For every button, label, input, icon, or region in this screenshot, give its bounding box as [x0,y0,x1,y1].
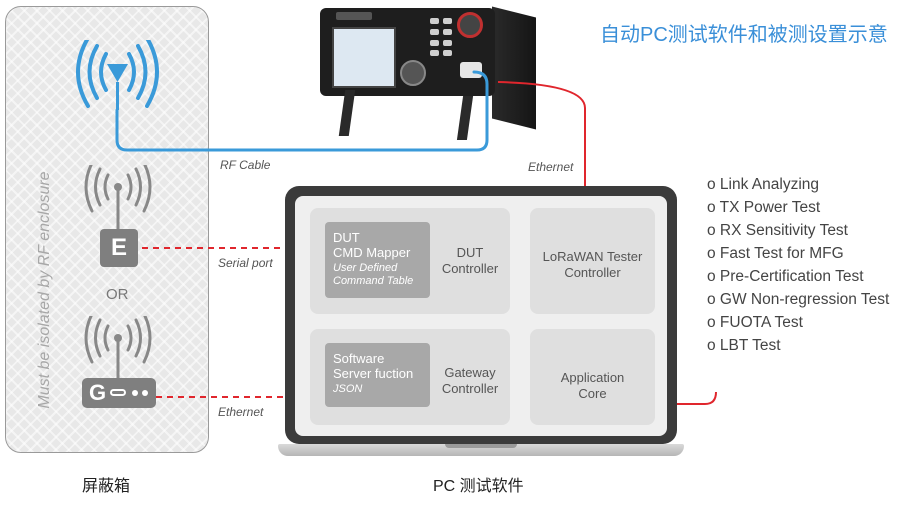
software-box-title-1: Software [333,351,385,366]
ethernet-bottom-label: Ethernet [218,405,264,419]
gateway-controller-label: Gateway Controller [432,365,508,397]
software-box-sub-1: JSON [333,383,363,395]
laptop-caption: PC 测试软件 [433,478,524,495]
instrument-logo [336,12,372,20]
instrument-power-icon [457,12,483,38]
dut-box-sub-1: User Defined [333,262,398,274]
test-item: o RX Sensitivity Test [707,222,848,239]
test-item: o TX Power Test [707,199,821,216]
ethernet-top-label: Ethernet [528,160,574,174]
dut-g-letter: G [89,380,107,405]
antenna-icon [76,40,159,110]
enclosure-caption: 屏蔽箱 [82,478,131,495]
rf-cable-label: RF Cable [220,158,271,172]
test-item: o LBT Test [707,337,781,354]
test-item: o FUOTA Test [707,314,803,331]
gateway-controller-line2: Controller [441,381,499,396]
diagram-title: 自动PC测试软件和被测设置示意 [600,24,888,46]
serial-port-label: Serial port [218,256,273,270]
test-item: o Fast Test for MFG [707,245,844,262]
software-box-title-2: Server fuction [333,366,414,381]
gateway-controller-line1: Gateway [444,365,496,380]
laptop-notch [445,444,517,448]
test-item: o Pre-Certification Test [707,268,864,285]
dut-box-title-1: DUT [333,230,360,245]
app-core-line [655,391,717,405]
instrument-screen [332,27,396,88]
dut-box-title-2: CMD Mapper [333,245,411,260]
instrument-knob-icon [400,60,426,86]
instrument-keypad [430,18,452,58]
dut-controller-label: DUT Controller [432,245,508,277]
dut-controller-line2: Controller [441,261,499,276]
software-server-box: Software Server fuction JSON [325,343,430,407]
application-core-line1: Application [560,370,625,385]
lorawan-tester-line1: LoRaWAN Tester [542,249,643,264]
or-label: OR [106,286,129,303]
application-core-label: Application Core [530,370,655,402]
dut-cmd-mapper-box: DUT CMD Mapper User Defined Command Tabl… [325,222,430,298]
gateway-led-icon [132,390,138,396]
lorawan-tester-panel [530,208,655,314]
ethernet-line-top [497,81,586,208]
test-item: o GW Non-regression Test [707,291,890,308]
gateway-slot-icon [110,389,126,396]
test-list: o Link Analyzing o TX Power Test o RX Se… [707,173,907,357]
lorawan-tester-line2: Controller [564,265,621,280]
dut-e-device: E [100,229,138,267]
dut-g-signal-icon [84,316,152,378]
application-core-panel [530,329,655,425]
dut-g-device: G [82,378,156,408]
rf-cable-line [115,70,489,152]
application-core-line2: Core [578,386,607,401]
dut-e-signal-icon [84,165,152,229]
laptop-base [278,444,684,456]
instrument-rf-port [460,62,482,78]
dut-controller-line1: DUT [456,245,484,260]
lorawan-tester-label: LoRaWAN Tester Controller [530,249,655,281]
test-item: o Link Analyzing [707,176,820,193]
dut-box-sub-2: Command Table [333,275,414,287]
gateway-led-icon [142,390,148,396]
